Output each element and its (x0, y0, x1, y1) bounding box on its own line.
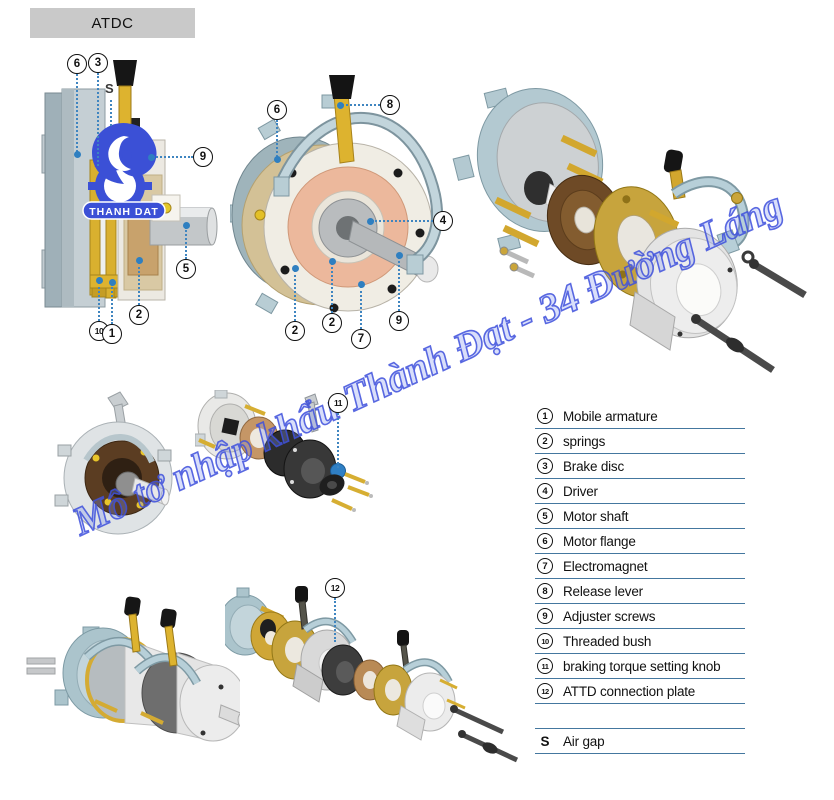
fixing-screw-1 (749, 259, 807, 299)
legend-item-number: 11 (537, 658, 553, 674)
legend-item-label: springs (563, 433, 606, 449)
washer (741, 250, 755, 264)
legend-item-label: Brake disc (563, 458, 625, 474)
legend-item-label: Driver (563, 483, 598, 499)
legend-item-number: 8 (537, 583, 553, 599)
thanh-dat-logo: THANH DAT (82, 123, 166, 220)
legend-item-number: 6 (537, 533, 553, 549)
legend-item-label: Electromagnet (563, 558, 648, 574)
legend-item-number: 2 (537, 433, 553, 449)
legend-item-label: Adjuster screws (563, 608, 656, 624)
legend-air-gap-row: S Air gap (535, 729, 745, 754)
legend-item: 3 Brake disc (535, 454, 745, 479)
legend-list: 1 Mobile armature 2 springs 3 Brake disc 4 Driv… (535, 404, 745, 704)
page-title: ATDC (91, 14, 134, 32)
legend-item: 2 springs (535, 429, 745, 454)
lever-blade (107, 391, 129, 411)
legend-item-number: 5 (537, 508, 553, 524)
legend-item-label: Release lever (563, 583, 643, 599)
shaft-stub (218, 704, 240, 727)
logo-swirl-icon (92, 123, 157, 184)
release-lever-knob-2 (160, 608, 177, 629)
legend-item-label: Threaded bush (563, 633, 652, 649)
gold-pins (439, 678, 466, 710)
figure-assembled-front-view (230, 75, 444, 315)
release-lever-knob (329, 75, 355, 99)
release-lever-knob-1 (124, 596, 141, 617)
shaft-lines (26, 657, 56, 665)
legend-item-label: Motor shaft (563, 508, 629, 524)
figure-exploded-view-single (452, 87, 807, 373)
legend-spacer-row (535, 704, 745, 729)
knob-assembly (319, 474, 345, 496)
armature-plate-2 (373, 664, 413, 716)
hub-block (221, 417, 240, 436)
legend-item: 9 Adjuster screws (535, 604, 745, 629)
gold-cross-pins (94, 699, 164, 725)
release-lever-knob (113, 60, 137, 86)
legend-item: 7 Electromagnet (535, 554, 745, 579)
release-lever-knob-1 (295, 586, 308, 603)
air-gap-symbol: S (540, 733, 550, 749)
bracket-strap-1 (302, 617, 357, 645)
release-bracket (670, 176, 750, 250)
release-bracket (274, 112, 444, 267)
legend-item: 8 Release lever (535, 579, 745, 604)
air-gap-label: Air gap (563, 733, 605, 749)
legend-item-number: 7 (537, 558, 553, 574)
legend-item: 10 Threaded bush (535, 629, 745, 654)
legend-item-label: Motor flange (563, 533, 636, 549)
motor-flange-section (44, 92, 64, 308)
figure-double-brake-assembled (26, 596, 240, 742)
legend-item-number: 4 (537, 483, 553, 499)
legend-item-number: 9 (537, 608, 553, 624)
figure-exploded-torque-knob (195, 390, 373, 512)
legend-item-label: braking torque setting knob (563, 658, 721, 674)
fixing-screws (450, 705, 519, 763)
legend-item-number: 3 (537, 458, 553, 474)
bracket-strap-2 (402, 658, 453, 684)
release-lever-knob (663, 149, 683, 174)
legend-item: 4 Driver (535, 479, 745, 504)
legend-item: 5 Motor shaft (535, 504, 745, 529)
legend-item-number: 1 (537, 408, 553, 424)
legend-item: 1 Mobile armature (535, 404, 745, 429)
legend-item-number: 12 (537, 683, 553, 699)
gold-screws (331, 472, 373, 512)
fixing-screw-2 (691, 314, 775, 373)
logo-banner (82, 201, 166, 220)
legend-item-number: 10 (537, 633, 553, 649)
adjuster-screws-small (499, 246, 536, 279)
splined-hub (524, 171, 554, 205)
release-lever-knob-2 (397, 630, 409, 646)
legend-item: 12 ATTD connection plate (535, 679, 745, 704)
connection-plate-dark (321, 644, 365, 696)
logo-banner-text: THANH DAT (89, 206, 158, 218)
legend-item: 6 Motor flange (535, 529, 745, 554)
legend-item-label: Mobile armature (563, 408, 658, 424)
page-title-tab: ATDC (30, 8, 195, 38)
bracket-strap (83, 434, 155, 464)
legend-item-label: ATTD connection plate (563, 683, 696, 699)
legend-item: 11 braking torque setting knob (535, 654, 745, 679)
electromagnet-white-2 (396, 672, 456, 741)
parts-legend: 1 Mobile armature 2 springs 3 Brake disc 4 Driv… (535, 404, 745, 754)
figure-double-brake-exploded (225, 586, 519, 763)
terminal-housing (629, 291, 676, 351)
figure-assembled-unit (54, 391, 173, 535)
